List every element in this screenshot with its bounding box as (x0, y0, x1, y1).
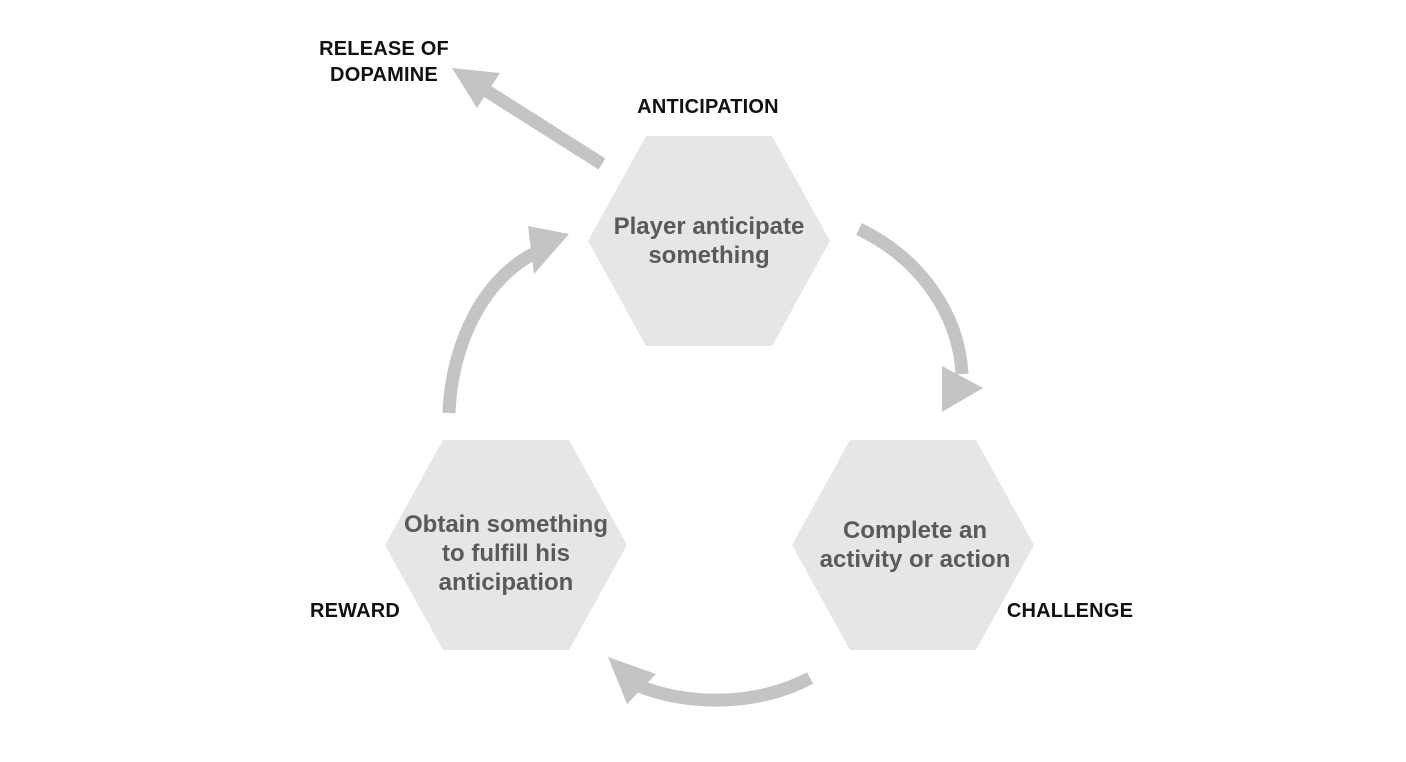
arc-arrowhead-anticipation (528, 226, 569, 274)
hexagon-reward (385, 440, 627, 650)
hexagon-anticipation-text: Player anticipate something (613, 213, 805, 269)
release-arrow-head (452, 68, 500, 108)
arc-arrowhead-challenge (942, 366, 983, 412)
label-reward: REWARD (309, 600, 401, 622)
label-release-of-dopamine: RELEASE OF DOPAMINE (319, 38, 449, 86)
hexagon-challenge-text: Complete an activity or action (819, 517, 1011, 573)
label-anticipation: ANTICIPATION (637, 96, 779, 118)
arc-arrow-anticipation-to-challenge (856, 223, 969, 375)
hexagon-challenge (792, 440, 1034, 650)
hexagon-reward-text: Obtain something to fulfill his anticipa… (404, 510, 608, 596)
release-arrow-shaft (478, 82, 606, 170)
hexagon-anticipation (588, 136, 830, 346)
label-challenge: CHALLENGE (1006, 600, 1134, 622)
arc-arrow-reward-to-anticipation (442, 246, 540, 414)
arc-arrow-challenge-to-reward (631, 672, 814, 707)
arc-arrowhead-reward (608, 657, 656, 704)
